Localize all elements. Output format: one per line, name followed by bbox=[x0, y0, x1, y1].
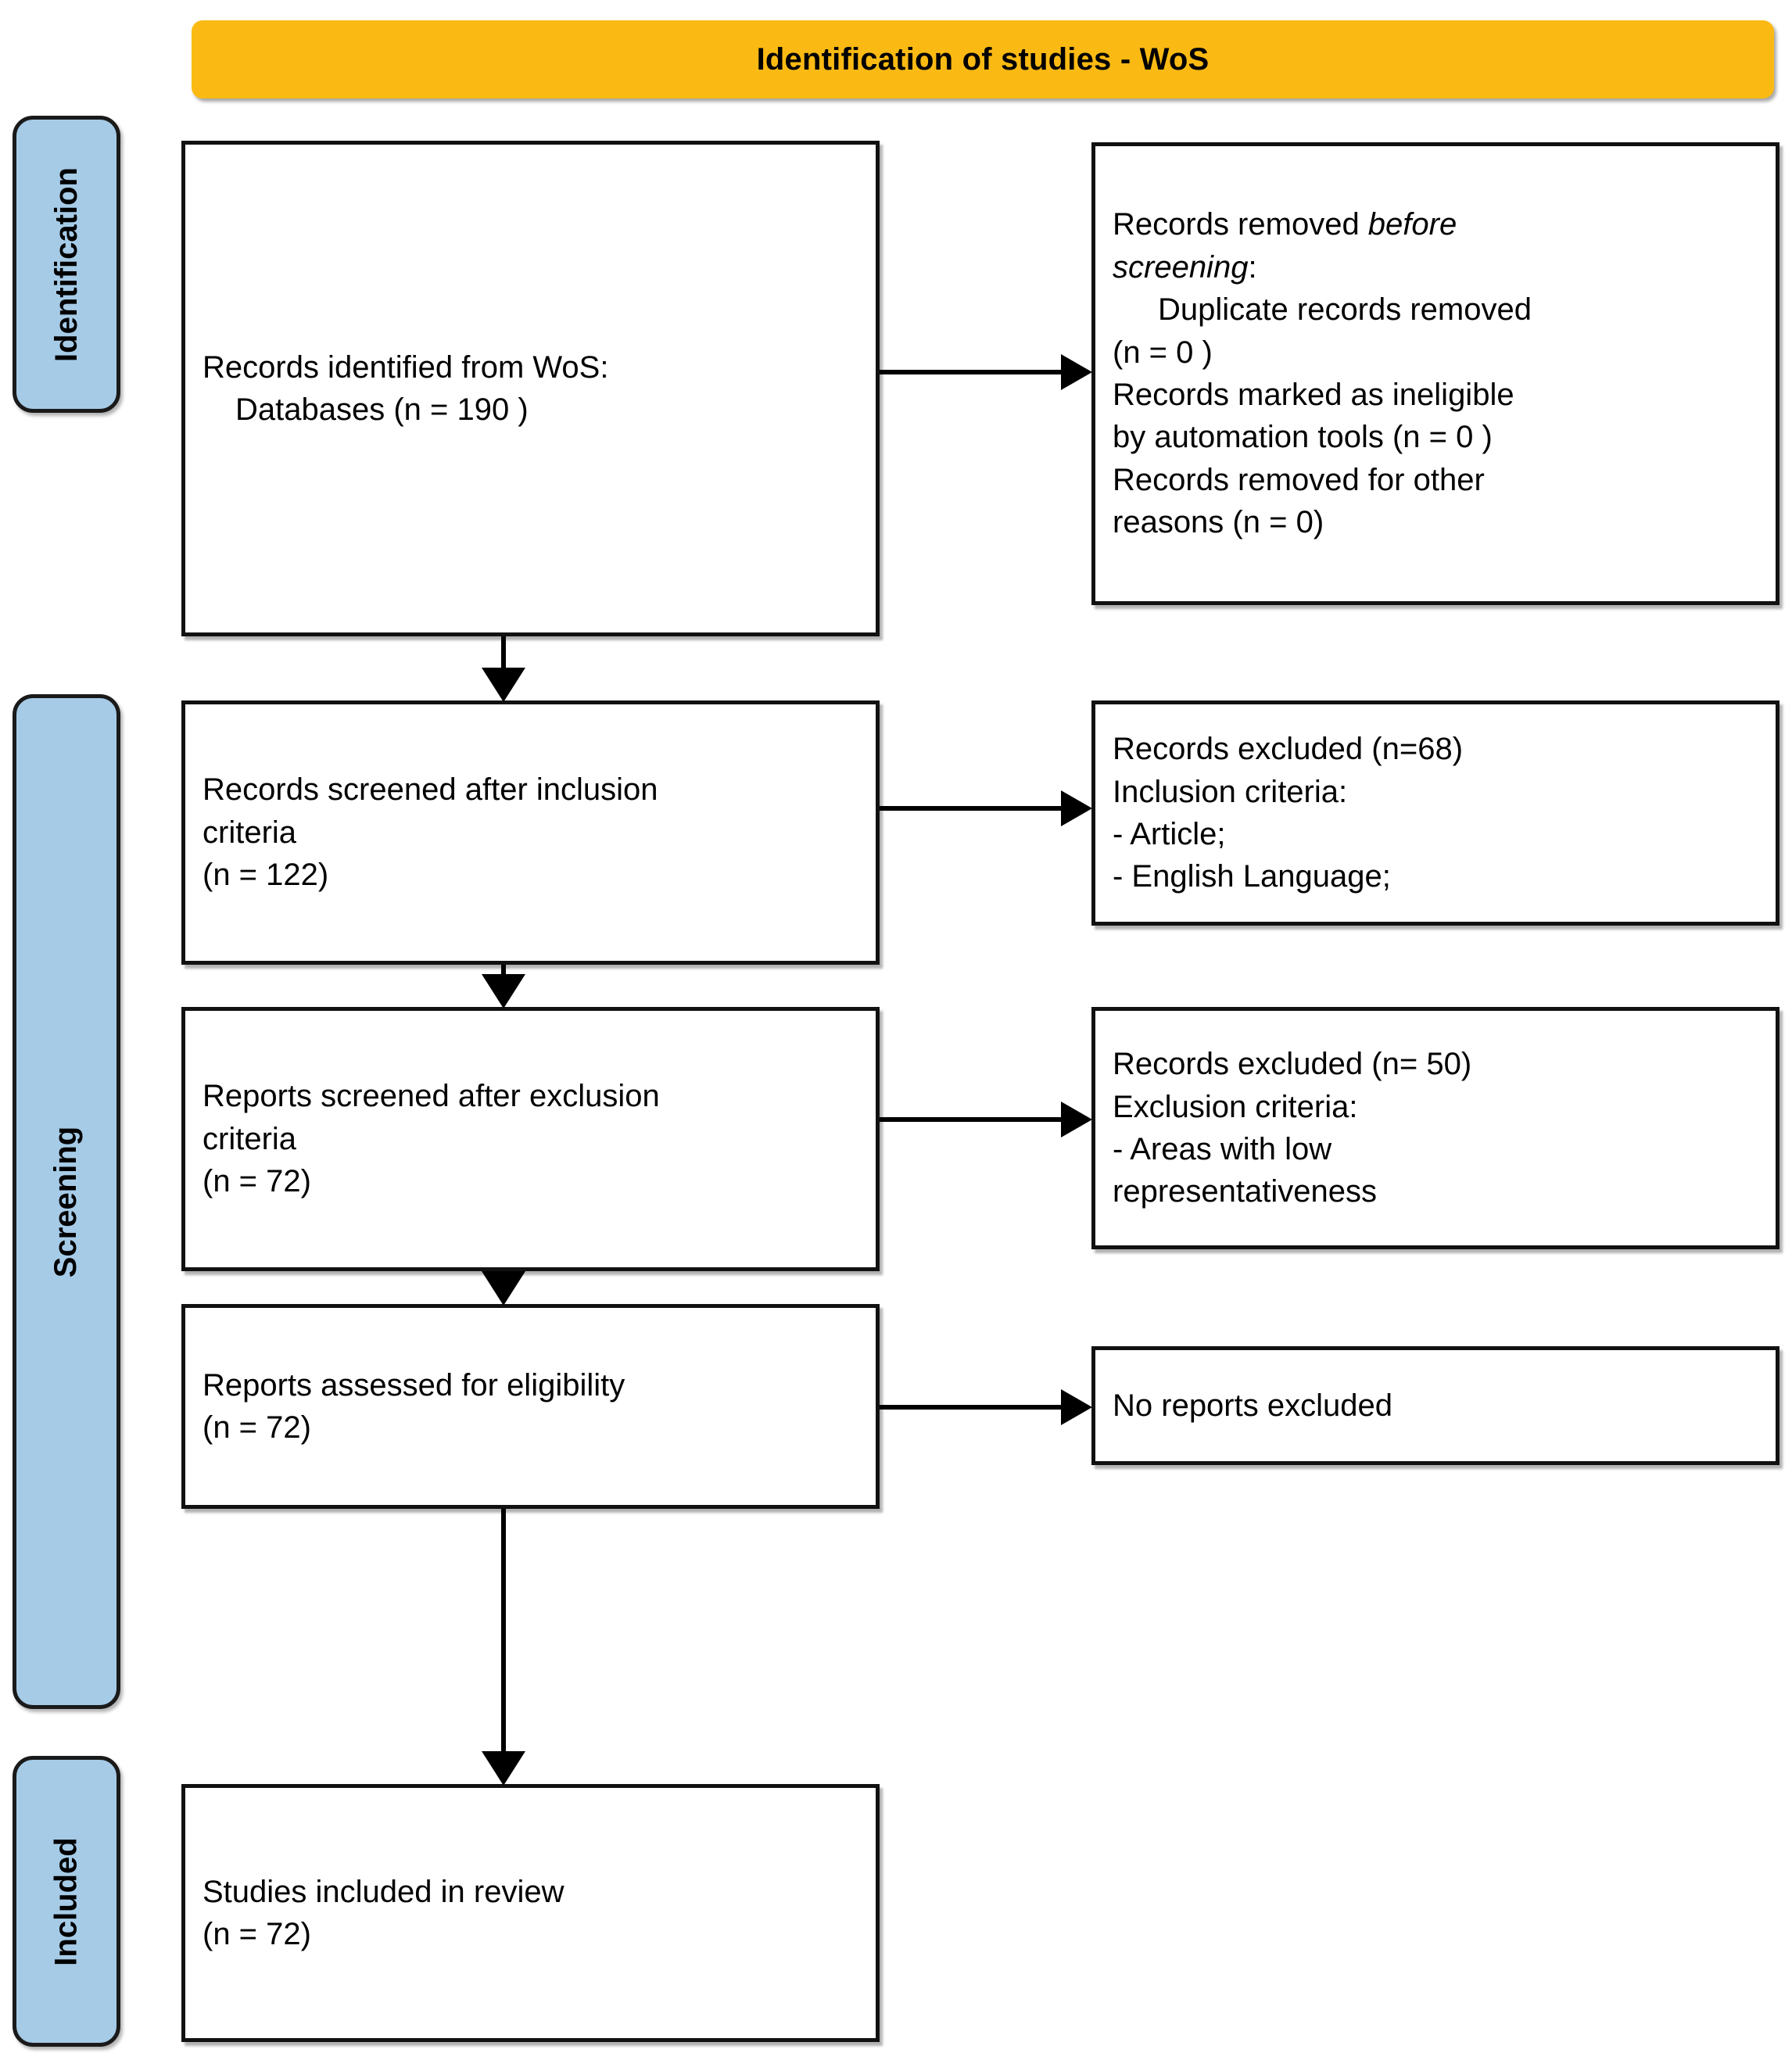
box-records-identified-line1: Records identified from WoS: bbox=[202, 349, 609, 385]
box-removed-lead-italic-a: before bbox=[1367, 207, 1457, 242]
box-removed-lead2: screening: bbox=[1095, 246, 1776, 288]
arrow-head-icon bbox=[1061, 1389, 1092, 1425]
arrow-eligibility-to-included bbox=[480, 1509, 527, 1786]
arrow-head-icon bbox=[482, 1271, 525, 1306]
stage-label-identification-text: Identification bbox=[48, 167, 84, 362]
arrow-shaft bbox=[880, 1117, 1064, 1122]
box-excluded-inclusion-line1: Records excluded (n=68) bbox=[1113, 732, 1464, 767]
box-excluded-inclusion-line2: Inclusion criteria: bbox=[1113, 774, 1348, 809]
arrow-screened-inclusion-to-screened-exclusion bbox=[480, 965, 527, 1009]
box-excluded-exclusion-line4: representativeness bbox=[1113, 1174, 1377, 1209]
box-removed-lead-plain: Records removed bbox=[1113, 207, 1368, 242]
stage-label-screening-text: Screening bbox=[48, 1126, 84, 1277]
box-excluded-exclusion-line1: Records excluded (n= 50) bbox=[1113, 1047, 1472, 1082]
arrow-shaft bbox=[501, 1509, 506, 1759]
box-removed-lead: Records removed before bbox=[1095, 203, 1776, 245]
box-records-excluded-inclusion: Records excluded (n=68) Inclusion criter… bbox=[1091, 700, 1779, 926]
box-records-removed-before-screening: Records removed before screening: Duplic… bbox=[1091, 142, 1779, 605]
arrow-screened-exclusion-to-eligibility bbox=[480, 1271, 527, 1306]
arrow-head-icon bbox=[482, 974, 525, 1009]
box-included-line1: Studies included in review bbox=[202, 1874, 564, 1909]
stage-label-identification: Identification bbox=[13, 116, 120, 413]
arrow-screened-exclusion-to-excluded bbox=[880, 1101, 1092, 1138]
box-screened-inclusion-line3: (n = 122) bbox=[202, 858, 329, 893]
box-records-screened-inclusion: Records screened after inclusion criteri… bbox=[181, 700, 880, 965]
arrow-head-icon bbox=[482, 1751, 525, 1786]
box-removed-item2-a: Records marked as ineligible bbox=[1113, 378, 1514, 412]
box-records-identified: Records identified from WoS: Databases (… bbox=[181, 141, 880, 636]
stage-label-screening: Screening bbox=[13, 694, 120, 1709]
arrow-eligibility-to-no-reports bbox=[880, 1388, 1092, 1426]
arrow-screened-inclusion-to-excluded bbox=[880, 790, 1092, 827]
box-screened-inclusion-line1: Records screened after inclusion bbox=[202, 772, 658, 808]
box-removed-item1-b: (n = 0 ) bbox=[1113, 335, 1213, 370]
arrow-head-icon bbox=[482, 668, 525, 702]
box-excluded-exclusion-line3: - Areas with low bbox=[1113, 1132, 1332, 1166]
box-reports-assessed-eligibility: Reports assessed for eligibility (n = 72… bbox=[181, 1304, 880, 1509]
box-records-excluded-exclusion: Records excluded (n= 50) Exclusion crite… bbox=[1091, 1007, 1779, 1249]
box-screened-exclusion-line1: Reports screened after exclusion bbox=[202, 1079, 660, 1114]
arrow-shaft bbox=[880, 806, 1064, 811]
box-removed-lead-italic-b: screening bbox=[1113, 249, 1249, 285]
arrow-identified-to-screened-inclusion bbox=[480, 636, 527, 702]
box-reports-screened-exclusion: Reports screened after exclusion criteri… bbox=[181, 1007, 880, 1271]
arrow-head-icon bbox=[1061, 1102, 1092, 1137]
box-included-line2: (n = 72) bbox=[202, 1917, 311, 1951]
page-title: Identification of studies - WoS bbox=[756, 41, 1210, 77]
header-banner: Identification of studies - WoS bbox=[192, 20, 1774, 99]
box-screened-exclusion-line2: criteria bbox=[202, 1121, 297, 1156]
arrow-head-icon bbox=[1061, 354, 1092, 390]
box-eligibility-line2: (n = 72) bbox=[202, 1410, 311, 1445]
arrow-shaft bbox=[880, 370, 1064, 374]
arrow-shaft bbox=[501, 636, 506, 677]
box-removed-item1-a: Duplicate records removed bbox=[1158, 292, 1532, 328]
box-no-reports-line1: No reports excluded bbox=[1113, 1388, 1392, 1423]
arrow-identified-to-removed bbox=[880, 353, 1092, 391]
box-screened-exclusion-line3: (n = 72) bbox=[202, 1164, 311, 1199]
box-removed-item3-a: Records removed for other bbox=[1113, 462, 1485, 497]
box-excluded-inclusion-line4: - English Language; bbox=[1113, 859, 1391, 894]
box-excluded-inclusion-line3: - Article; bbox=[1113, 817, 1226, 851]
box-removed-lead-colon: : bbox=[1248, 249, 1257, 285]
arrow-head-icon bbox=[1061, 790, 1092, 826]
box-studies-included: Studies included in review (n = 72) bbox=[181, 1784, 880, 2042]
box-no-reports-excluded: No reports excluded bbox=[1091, 1346, 1779, 1465]
box-records-identified-line2: Databases (n = 190 ) bbox=[235, 392, 529, 427]
stage-label-included: Included bbox=[13, 1756, 120, 2047]
box-screened-inclusion-line2: criteria bbox=[202, 815, 297, 850]
box-excluded-exclusion-line2: Exclusion criteria: bbox=[1113, 1089, 1358, 1124]
stage-label-included-text: Included bbox=[48, 1836, 84, 1966]
box-removed-item3-b: reasons (n = 0) bbox=[1113, 505, 1324, 540]
box-removed-item2-b: by automation tools (n = 0 ) bbox=[1113, 420, 1493, 455]
arrow-shaft bbox=[880, 1405, 1064, 1410]
box-eligibility-line1: Reports assessed for eligibility bbox=[202, 1367, 625, 1403]
